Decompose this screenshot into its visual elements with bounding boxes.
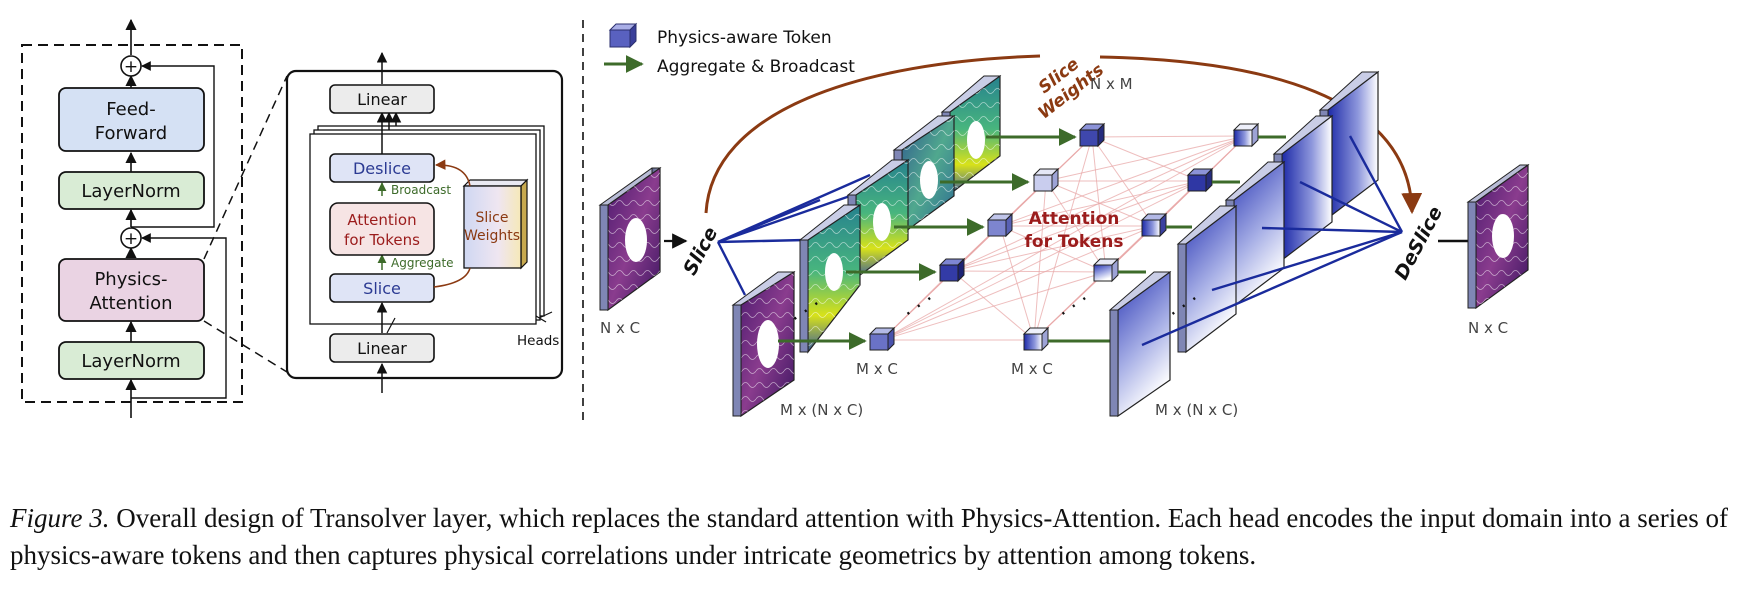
- token-cube: [1140, 212, 1168, 238]
- zoom-line-bottom: [203, 320, 288, 373]
- nxm-label: N x M: [1090, 75, 1133, 93]
- svg-text:Slice: Slice: [363, 279, 401, 298]
- svg-text:Forward: Forward: [95, 123, 167, 144]
- slice-weights-arc-right: [1099, 55, 1423, 215]
- broadcast-lines: [1048, 135, 1286, 343]
- deslice-fan-lines: [1141, 135, 1404, 347]
- svg-text:LayerNorm: LayerNorm: [81, 181, 180, 202]
- svg-text:DeSlice: DeSlice: [1390, 203, 1447, 284]
- transolver-block: + + Feed- Forward LayerNorm Physics- Att…: [21, 18, 243, 418]
- svg-text:Weights: Weights: [464, 228, 520, 244]
- svg-text:LayerNorm: LayerNorm: [81, 351, 180, 372]
- token-cube: [938, 257, 966, 283]
- token-cube: [1032, 167, 1060, 193]
- layernorm-bottom-box: LayerNorm: [58, 341, 205, 380]
- legend-token-label: Physics-aware Token: [657, 28, 832, 48]
- feed-forward-box: Feed- Forward: [58, 87, 205, 152]
- token-cube: [1092, 257, 1120, 283]
- zoom-line-top: [203, 75, 288, 260]
- mxc-label-2: M x C: [1011, 360, 1053, 378]
- svg-text:for Tokens: for Tokens: [1025, 232, 1124, 252]
- svg-text:Linear: Linear: [357, 339, 407, 358]
- figure-caption: Figure 3. Overall design of Transolver l…: [10, 500, 1730, 574]
- slice-weights-arc-left: [704, 54, 1041, 214]
- token-cube: [868, 326, 896, 352]
- input-field-panel: [598, 166, 662, 312]
- slice-box: Slice: [329, 273, 435, 303]
- slice-fan-lines: [716, 173, 871, 296]
- add-node-top: +: [120, 55, 142, 77]
- svg-text:Attention: Attention: [89, 293, 172, 314]
- blue-panel-1: [1108, 270, 1172, 418]
- svg-text:Feed-: Feed-: [106, 99, 155, 120]
- legend-arrow-label: Aggregate & Broadcast: [657, 57, 855, 77]
- deslice-box: Deslice: [329, 153, 435, 183]
- token-cube: [1078, 122, 1106, 148]
- field-panel-1: [731, 270, 796, 418]
- deslice-op-label: DeSlice: [1390, 203, 1447, 284]
- attention-label: Attention for Tokens: [1025, 209, 1124, 252]
- add-node-mid: +: [120, 227, 142, 249]
- svg-text:Slice: Slice: [679, 223, 722, 278]
- token-cube: [1186, 167, 1214, 193]
- tokens-left: [868, 122, 1106, 352]
- field-panel-2: [798, 203, 862, 354]
- output-field-panel: [1466, 163, 1530, 310]
- figure-label: Figure 3.: [10, 503, 110, 533]
- svg-text:Slice: Slice: [476, 210, 509, 226]
- transolver-diagram: + + Feed- Forward LayerNorm Physics- Att…: [21, 18, 1530, 420]
- dots-mid-right: · · ·: [1054, 287, 1094, 325]
- svg-text:Deslice: Deslice: [353, 159, 411, 178]
- svg-text:Linear: Linear: [357, 90, 407, 109]
- tokens-right: [1022, 122, 1260, 352]
- field-panel-5: [940, 74, 1002, 196]
- slice-weights-block: Slice Weights: [462, 178, 529, 270]
- mxc-label-1: M x C: [856, 360, 898, 378]
- svg-text:Attention: Attention: [1029, 209, 1120, 229]
- mxnxc-right-label: M x (N x C): [1155, 401, 1238, 419]
- linear-top-box: Linear: [329, 84, 435, 114]
- mxnxc-left-label: M x (N x C): [780, 401, 863, 419]
- layernorm-top-box: LayerNorm: [58, 171, 205, 210]
- nxc-right-label: N x C: [1468, 319, 1508, 337]
- broadcast-panel-stack: [1108, 70, 1380, 418]
- caption-text: Overall design of Transolver layer, whic…: [10, 503, 1728, 570]
- svg-text:+: +: [124, 57, 138, 77]
- broadcast-label: Broadcast: [391, 183, 451, 197]
- blue-panel-2: [1176, 204, 1238, 354]
- sliced-field-stack: [731, 74, 1002, 418]
- svg-text:Physics-: Physics-: [94, 269, 167, 290]
- physics-attention-box: Physics- Attention: [58, 258, 205, 322]
- heads-label: Heads: [517, 333, 559, 349]
- attention-tokens-box: Attention for Tokens: [329, 202, 435, 256]
- token-cube: [1232, 122, 1260, 148]
- token-cube-icon: [608, 22, 638, 49]
- token-cube: [1022, 326, 1050, 352]
- legend: Physics-aware Token Aggregate & Broadcas…: [604, 22, 855, 77]
- nxc-left-label: N x C: [600, 319, 640, 337]
- physics-attention-detail: Heads Linear Deslice Broadcast Attention…: [285, 51, 564, 393]
- svg-text:Attention: Attention: [347, 211, 416, 229]
- aggregate-arrows: [778, 128, 1077, 350]
- slice-op-label: Slice: [679, 223, 722, 278]
- linear-bottom-box: Linear: [329, 333, 435, 363]
- svg-text:+: +: [124, 229, 138, 249]
- aggregate-label: Aggregate: [391, 256, 454, 270]
- token-cube: [986, 212, 1014, 238]
- svg-text:for Tokens: for Tokens: [344, 231, 420, 249]
